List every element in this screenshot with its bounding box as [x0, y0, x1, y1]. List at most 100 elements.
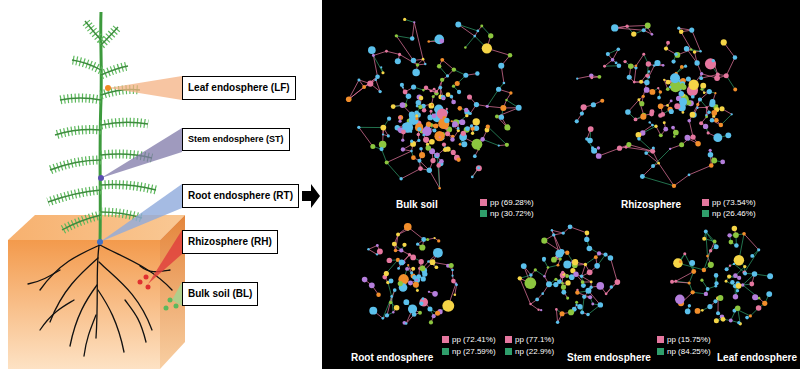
network-node: [639, 101, 644, 106]
network-node: [734, 243, 738, 247]
network-node: [637, 137, 641, 141]
network-node: [463, 73, 468, 78]
network-edge: [679, 28, 691, 49]
network-node: [426, 145, 432, 151]
network-node: [524, 277, 536, 289]
network-node: [455, 22, 461, 28]
network-node: [725, 280, 728, 283]
network-node: [625, 25, 628, 28]
network-node: [719, 106, 724, 111]
network-node: [459, 119, 465, 125]
network-node: [382, 133, 384, 135]
legend-text: pp (15.75%): [667, 335, 711, 345]
network-node: [428, 103, 434, 109]
network-node: [603, 65, 606, 68]
network-node: [659, 90, 663, 94]
network-graph: Bulk soil: [342, 5, 532, 195]
network-node: [426, 238, 429, 241]
network-node: [699, 76, 703, 80]
network-node: [587, 246, 593, 252]
network-node: [587, 138, 593, 144]
network-node: [499, 115, 504, 120]
network-node: [474, 102, 479, 107]
network-node: [398, 53, 401, 56]
network-node: [745, 316, 749, 320]
network-edge: [634, 68, 636, 82]
network-node: [559, 257, 562, 260]
legend-item: np (84.25%): [655, 346, 713, 357]
network-node: [437, 64, 441, 68]
network-node: [431, 104, 433, 106]
network-edge: [403, 140, 419, 149]
network-edge: [697, 107, 706, 108]
network-node: [419, 244, 425, 250]
network-node: [721, 39, 727, 45]
network-node: [370, 144, 375, 149]
network-node: [719, 123, 723, 127]
network-edge: [627, 25, 648, 27]
network-node: [561, 290, 566, 295]
network-node: [702, 268, 706, 272]
network-node: [422, 127, 432, 137]
network-node: [663, 79, 665, 81]
network-node: [596, 153, 602, 159]
network-node: [713, 240, 717, 244]
network-node: [675, 52, 681, 58]
network-node: [407, 264, 409, 266]
network-node: [454, 293, 457, 296]
network-node: [584, 237, 589, 242]
network-node: [435, 90, 438, 93]
network-drawing: [516, 223, 624, 331]
network-drawing: [342, 5, 532, 195]
network-node: [495, 115, 499, 119]
rhizosphere-sample-dots: [138, 275, 151, 290]
network-node: [590, 76, 593, 79]
network-node: [737, 276, 741, 280]
network-node: [634, 117, 638, 121]
network-node: [659, 133, 663, 137]
network-node: [357, 126, 360, 129]
network-node: [417, 139, 420, 142]
network-node: [685, 135, 691, 141]
network-node: [389, 301, 392, 304]
network-node: [708, 262, 714, 268]
network-node: [427, 306, 432, 311]
network-node: [552, 233, 555, 236]
network-node: [380, 66, 382, 68]
network-node: [690, 48, 692, 50]
plant-leaves: [48, 21, 156, 230]
network-node: [376, 292, 381, 297]
network-edge: [615, 28, 644, 30]
network-node: [591, 102, 596, 107]
network-node: [473, 35, 476, 38]
network-node: [573, 272, 578, 277]
network-node: [421, 276, 426, 281]
network-node: [541, 292, 544, 295]
network-node: [503, 82, 506, 85]
network-node: [642, 28, 646, 32]
network-edge: [659, 163, 674, 186]
network-node: [565, 274, 569, 278]
network-edge: [386, 51, 399, 54]
network-node: [642, 53, 645, 56]
network-node: [385, 313, 389, 317]
network-node: [720, 160, 725, 165]
network-node: [419, 298, 428, 307]
network-node: [680, 65, 684, 69]
network-edge: [373, 55, 377, 76]
stem-callout-wedge: [101, 128, 182, 178]
network-node: [375, 79, 377, 81]
network-node: [617, 146, 622, 151]
network-label: Leaf endosphere: [716, 352, 798, 364]
network-node: [588, 295, 592, 299]
network-node: [461, 141, 467, 147]
network-node: [435, 153, 439, 157]
network-node: [471, 176, 474, 179]
network-node: [673, 135, 675, 137]
network-node: [434, 131, 444, 141]
network-node: [611, 24, 618, 31]
network-node: [663, 121, 666, 124]
network-node: [535, 298, 539, 302]
network-edge: [744, 250, 758, 273]
network-node: [705, 58, 716, 69]
